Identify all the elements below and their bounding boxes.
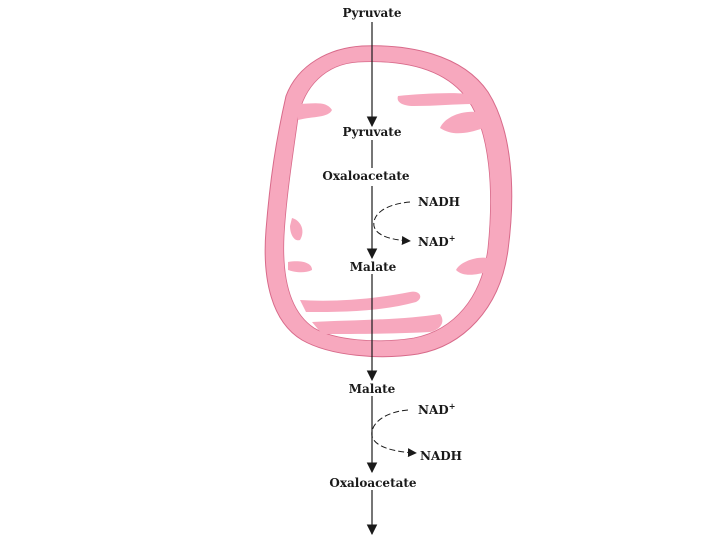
label-nad-inner: NAD+ [418, 233, 455, 249]
mitochondrion [264, 45, 513, 358]
label-nadh-inner: NADH [418, 195, 460, 209]
label-malate-outer: Malate [349, 382, 396, 396]
nad-to-nadh-outer-curve [371, 409, 417, 458]
label-pyruvate-inner: Pyruvate [343, 125, 402, 139]
nadh-to-nad-inner-curve [373, 201, 411, 246]
crista [290, 218, 303, 241]
cofactor-arrows [371, 201, 417, 458]
label-pyruvate-top: Pyruvate [343, 6, 402, 20]
nad-outer-text: NAD [418, 403, 449, 417]
crista [288, 261, 312, 273]
nad-outer-superscript: + [449, 401, 456, 411]
label-malate-inner: Malate [350, 260, 397, 274]
label-nadh-outer: NADH [420, 449, 462, 463]
crista [456, 257, 488, 275]
crista [397, 93, 472, 106]
matrix-space [283, 61, 491, 342]
labels: Pyruvate Pyruvate Oxaloacetate NADH NAD+… [322, 6, 462, 490]
label-oxaloacetate-inner: Oxaloacetate [322, 169, 410, 183]
nad-inner-superscript: + [449, 233, 456, 243]
crista [440, 111, 484, 134]
nad-inner-text: NAD [418, 235, 449, 249]
label-oxaloacetate-outer: Oxaloacetate [329, 476, 417, 490]
crista [312, 314, 443, 334]
label-nad-outer: NAD+ [418, 401, 455, 417]
crista [296, 103, 332, 120]
crista [300, 291, 421, 312]
